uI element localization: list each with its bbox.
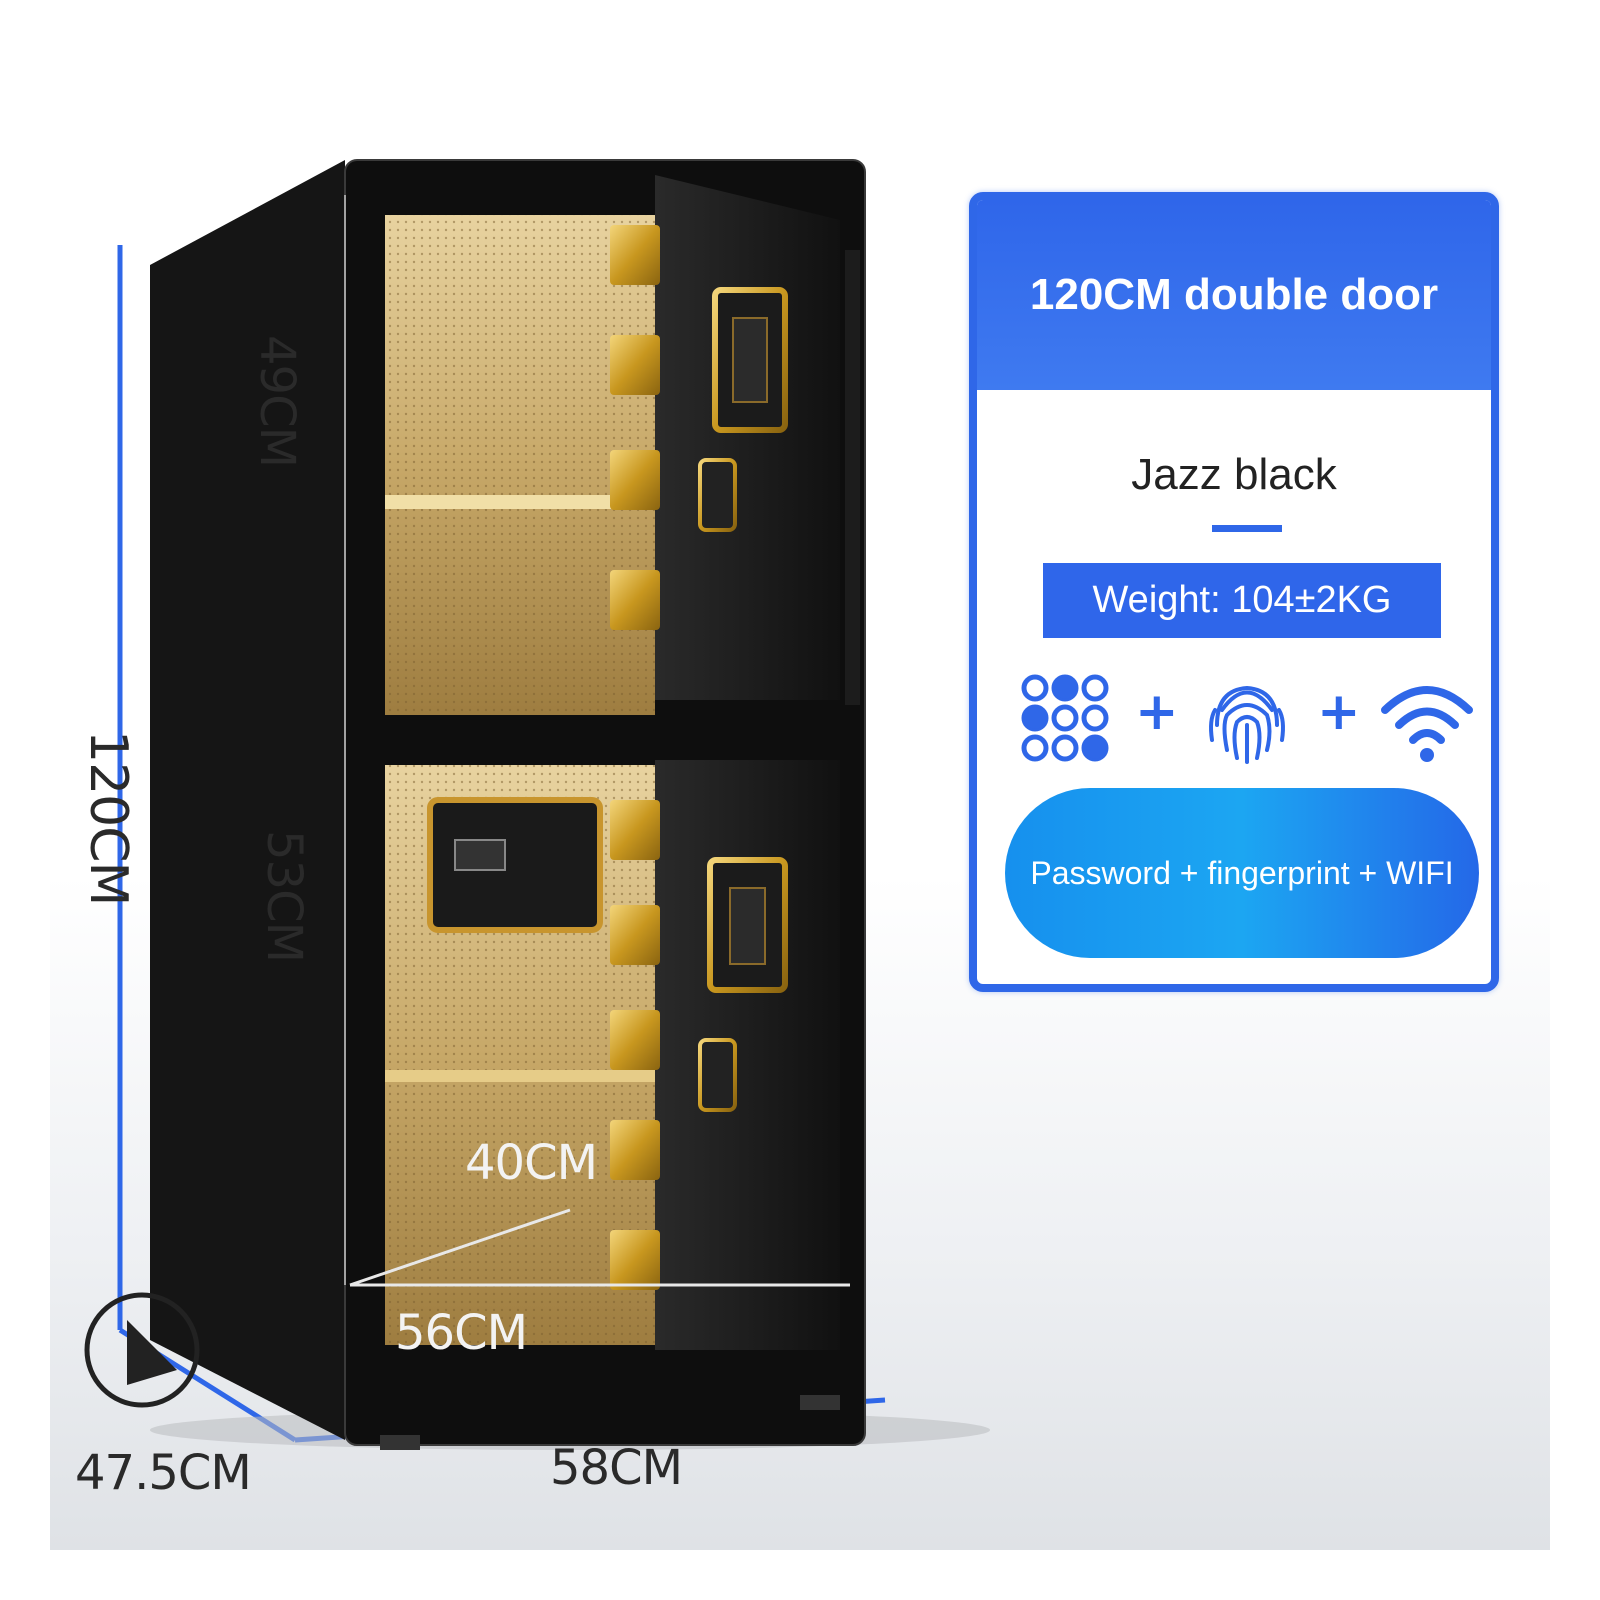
- color-name: Jazz black: [1131, 450, 1337, 499]
- feature-icons-row: + +: [1017, 670, 1477, 770]
- bottom-height-label: 53CM: [256, 830, 312, 963]
- spec-card: 120CM double door Jazz black Weight: 104…: [969, 192, 1499, 992]
- bottom-door: [655, 760, 840, 1350]
- play-icon[interactable]: [82, 1290, 212, 1420]
- inner-depth-label: 40CM: [465, 1135, 598, 1191]
- product-image: 49CM 120CM 53CM 40CM 56CM 47.5CM 58CM 12…: [50, 50, 1550, 1550]
- unlock-methods-text: Password + fingerprint + WIFI: [1030, 854, 1454, 891]
- depth-label: 47.5CM: [75, 1445, 252, 1501]
- fingerprint-icon: [1209, 685, 1285, 764]
- unlock-methods-pill: Password + fingerprint + WIFI: [1005, 788, 1479, 958]
- bottom-door-bolts: [610, 800, 660, 1290]
- bottom-keypad: [707, 857, 788, 993]
- bottom-handle: [698, 1038, 737, 1112]
- card-header: 120CM double door: [977, 200, 1491, 390]
- total-height-label: 120CM: [78, 730, 138, 906]
- top-handle: [698, 458, 737, 532]
- top-door-bolts: [610, 225, 660, 630]
- safe-side-panel: [150, 160, 345, 1440]
- inner-width-label: 56CM: [395, 1305, 528, 1361]
- safe-illustration: [150, 159, 990, 1450]
- top-height-label: 49CM: [249, 335, 305, 468]
- inner-lockbox: [427, 797, 603, 933]
- top-keypad: [712, 287, 788, 433]
- bottom-shelf: [385, 1070, 655, 1082]
- wifi-icon: [1381, 686, 1473, 762]
- plus-sign-1: +: [1135, 682, 1179, 742]
- card-title: 120CM double door: [1029, 270, 1439, 319]
- accent-divider: [1212, 525, 1282, 532]
- top-door: [655, 175, 840, 700]
- width-label: 58CM: [550, 1440, 683, 1496]
- keypad-icon: [1021, 674, 1109, 762]
- top-shelf: [385, 495, 655, 509]
- weight-badge: Weight: 104±2KG: [1043, 563, 1441, 638]
- weight-text: Weight: 104±2KG: [1092, 579, 1392, 621]
- plus-sign-2: +: [1317, 682, 1361, 742]
